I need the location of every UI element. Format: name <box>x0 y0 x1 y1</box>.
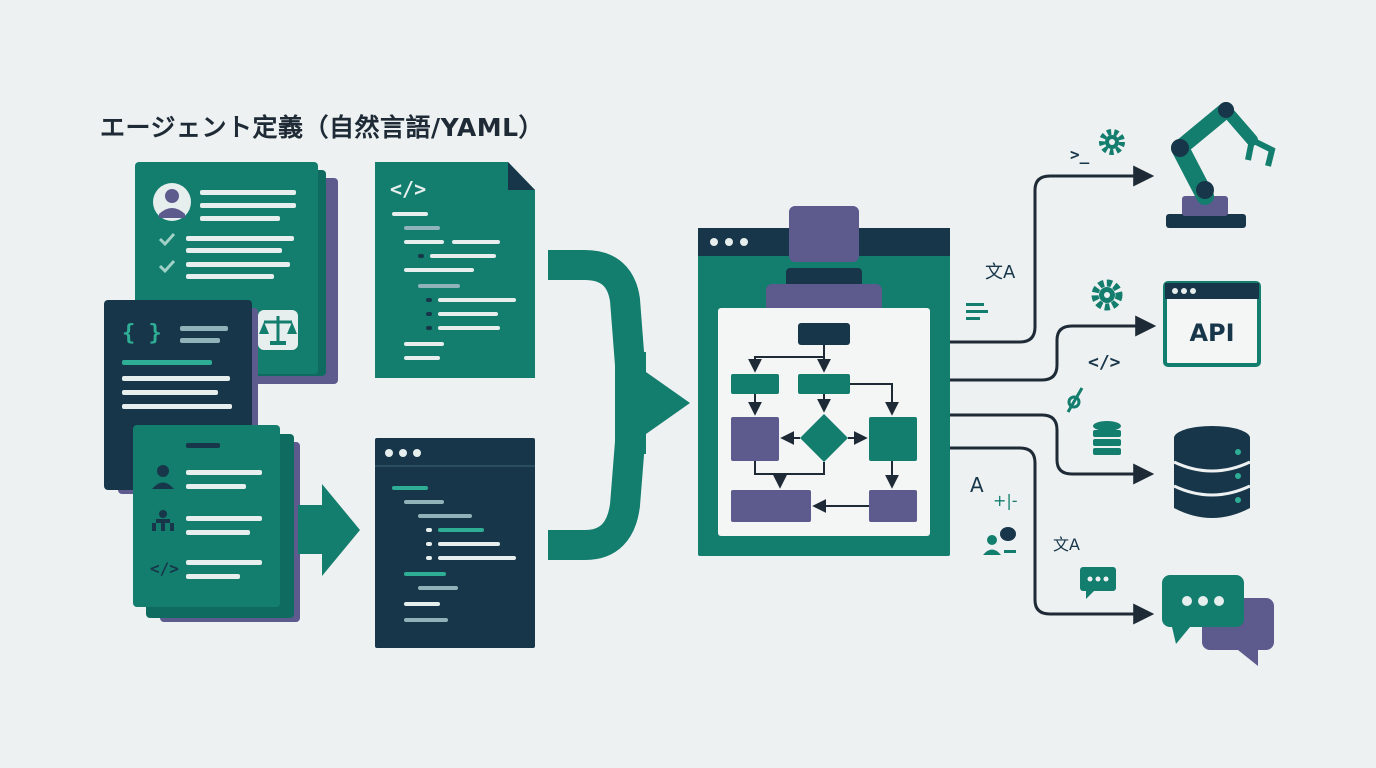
output-connectors <box>950 165 1157 625</box>
yaml-doc-teal: </> <box>375 162 535 378</box>
code-icon: </> <box>1088 352 1121 373</box>
gear-icon <box>1091 279 1123 311</box>
input-arrow <box>298 484 360 576</box>
link-broken-icon <box>1066 387 1084 413</box>
svg-text:+|-: +|- <box>993 491 1018 510</box>
clipboard-icon <box>766 206 882 314</box>
terminal-icon: >_ <box>1070 145 1090 164</box>
lines-icon <box>966 303 988 320</box>
scales-icon <box>258 310 298 350</box>
braces-icon: { } <box>122 321 162 346</box>
workflow-engine <box>698 206 950 556</box>
window-dot <box>725 238 733 246</box>
database-small-icon <box>1093 421 1121 455</box>
user-icon <box>153 183 191 221</box>
code-icon: </> <box>150 559 179 578</box>
window-dot <box>399 449 407 457</box>
window-dot <box>740 238 748 246</box>
svg-text:A: A <box>970 473 984 497</box>
check-icon <box>158 259 176 274</box>
merge-arrow <box>548 250 690 560</box>
flowchart-icon <box>731 323 917 522</box>
robot-arm-icon <box>1166 102 1276 228</box>
chat-small-icon <box>1080 567 1116 599</box>
roles-doc-stack: </> <box>133 425 300 622</box>
diagram-title: エージェント定義（自然言語/YAML） <box>100 113 544 142</box>
window-dot <box>385 449 393 457</box>
database-icon <box>1173 426 1251 518</box>
font-tool-icon: A +|- <box>970 473 1018 510</box>
api-window-icon: API <box>1163 281 1261 367</box>
window-dot <box>413 449 421 457</box>
translate-icon: 文A <box>1053 535 1080 554</box>
gear-icon <box>1099 129 1125 155</box>
user-chat-icon <box>983 527 1016 555</box>
org-chart-icon <box>152 510 174 531</box>
yaml-doc-dark <box>375 438 535 648</box>
window-dot <box>710 238 718 246</box>
code-icon: </> <box>390 177 426 201</box>
check-icon <box>158 232 176 247</box>
person-icon <box>152 465 174 489</box>
chat-bubbles-icon <box>1162 575 1274 666</box>
translate-icon: 文A <box>985 262 1016 283</box>
api-label: API <box>1189 319 1234 347</box>
